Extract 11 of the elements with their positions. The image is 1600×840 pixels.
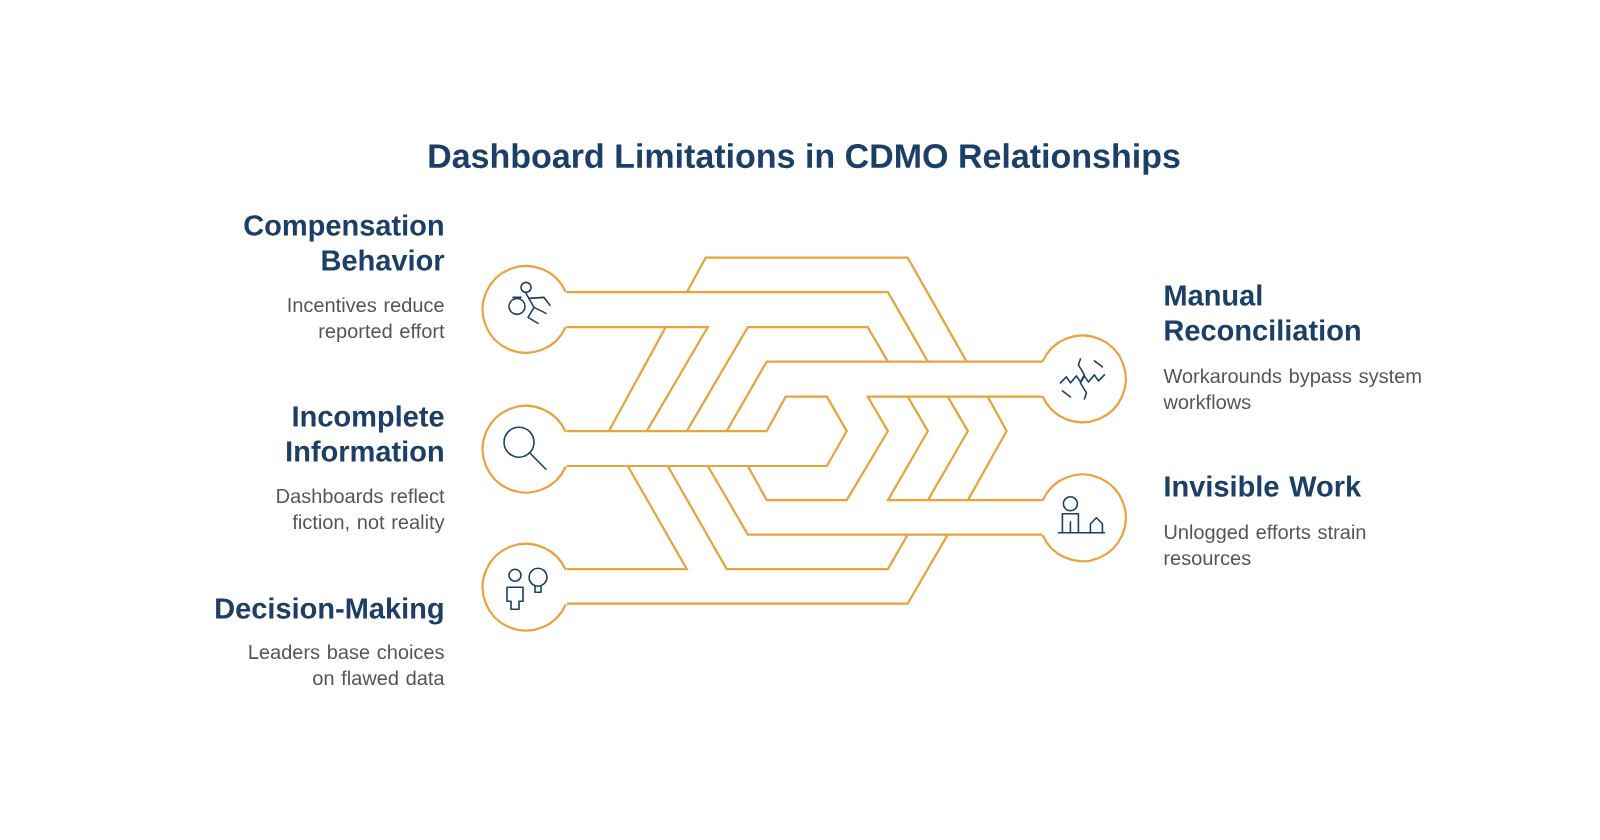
- description: Incentives reduce reported effort: [288, 297, 445, 343]
- heading: Compensation Behavior: [244, 214, 445, 271]
- heading: Decision-Making: [216, 597, 443, 625]
- heading: Manual Reconciliation: [1165, 284, 1360, 341]
- heading: Invisible Work: [1165, 475, 1362, 497]
- heading: Incomplete Information: [287, 405, 444, 462]
- description: Leaders base choices on flawed data: [249, 644, 445, 686]
- description: Workarounds bypass system workflows: [1163, 368, 1421, 410]
- title: Dashboard Limitations in CDMO Relationships: [429, 143, 1180, 175]
- description: Dashboards reflect fiction, not reality: [277, 488, 445, 534]
- description: Unlogged efforts strain resources: [1164, 524, 1366, 566]
